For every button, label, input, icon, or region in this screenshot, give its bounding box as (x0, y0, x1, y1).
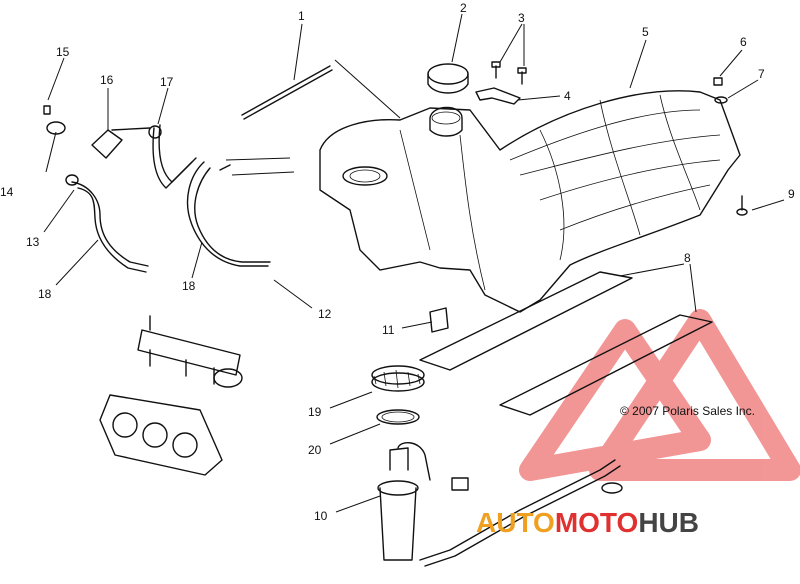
part-clip (429, 307, 449, 333)
watermark-hub: HUB (638, 507, 699, 538)
callout-14: 14 (0, 185, 14, 199)
part-hose-clamps (43, 105, 162, 186)
callout-8: 8 (684, 251, 691, 265)
part-fuel-hoses (71, 124, 271, 273)
callout-4: 4 (564, 89, 571, 103)
watermark-logo (519, 309, 800, 481)
callout-2: 2 (460, 1, 467, 15)
callout-11: 11 (382, 323, 395, 337)
callout-3: 3 (518, 11, 525, 25)
callout-labels: 1 2 3 4 5 6 7 8 9 10 11 12 13 14 15 16 1… (0, 1, 795, 523)
part-fuel-filter (91, 127, 151, 159)
callout-18-left: 18 (38, 287, 52, 301)
callout-1: 1 (298, 9, 305, 23)
callout-7: 7 (758, 67, 765, 81)
callout-5: 5 (642, 25, 649, 39)
part-fuel-cap (427, 63, 469, 94)
watermark-text: AUTOMOTOHUB (476, 507, 699, 538)
watermark-auto: AUTO (476, 507, 555, 538)
callout-9: 9 (788, 187, 795, 201)
callout-17: 17 (160, 75, 174, 89)
part-throttle-body (99, 394, 223, 476)
callout-6: 6 (740, 35, 747, 49)
part-rod (241, 65, 333, 120)
callout-10: 10 (314, 509, 328, 523)
copyright-text: © 2007 Polaris Sales Inc. (620, 404, 755, 418)
callout-leaders (43, 13, 785, 513)
part-bolts (491, 61, 527, 85)
part-fuel-rail (137, 315, 243, 388)
part-fuel-tank (319, 90, 741, 313)
callout-15: 15 (56, 45, 70, 59)
part-fuel-pump (377, 442, 623, 567)
part-lock-ring (371, 365, 425, 392)
part-bracket (475, 87, 521, 105)
part-gasket (376, 409, 420, 425)
callout-19: 19 (308, 405, 322, 419)
part-small-hardware (713, 77, 748, 216)
callout-12: 12 (318, 307, 332, 321)
callout-16: 16 (100, 73, 114, 87)
callout-13: 13 (26, 235, 40, 249)
callout-18-right: 18 (182, 279, 196, 293)
part-pad (419, 271, 713, 416)
watermark-moto: MOTO (555, 507, 638, 538)
callout-20: 20 (308, 443, 322, 457)
